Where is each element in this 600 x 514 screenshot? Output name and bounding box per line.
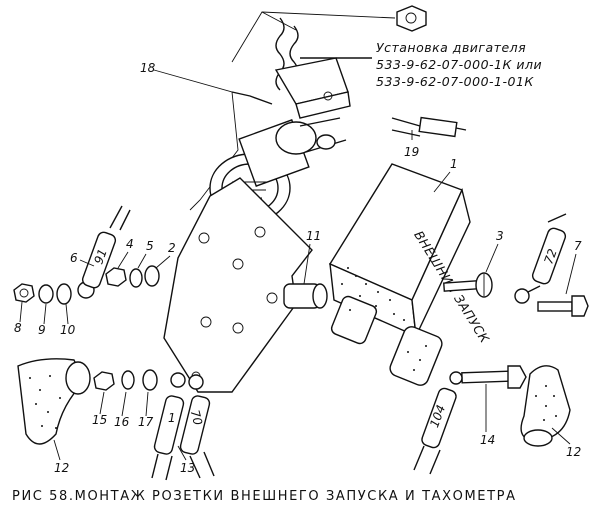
callout-9: 9	[38, 323, 46, 337]
leader-18	[153, 69, 239, 211]
leader-5	[137, 253, 147, 269]
wire-mark-72: 72	[541, 247, 559, 266]
leader-17	[145, 391, 149, 417]
engine-bracket	[274, 57, 372, 119]
leader-top-b	[261, 11, 297, 31]
callout-7: 7	[574, 239, 582, 253]
callout-12-left: 12	[54, 461, 69, 475]
wire-mark-1: 1	[168, 411, 176, 425]
leader-11	[303, 243, 311, 285]
cable-104	[413, 387, 457, 475]
callout-1: 1	[450, 157, 458, 171]
cable-91	[77, 205, 131, 299]
leader-16	[121, 391, 127, 417]
washer-10	[56, 283, 72, 305]
socket-block: ВНЕШНИЙ ЗАПУСК	[328, 163, 493, 386]
cables-13	[151, 372, 215, 481]
leader-2	[155, 255, 171, 269]
callout-16: 16	[114, 415, 130, 429]
leader-8	[19, 301, 23, 323]
wire-mark-70: 70	[188, 408, 205, 427]
washer-2	[144, 265, 160, 287]
mounting-plate	[163, 177, 313, 393]
installation-notes: Установка двигателя 533-9-62-07-000-1К и…	[376, 40, 542, 89]
leader-6	[79, 259, 95, 267]
callout-17: 17	[138, 415, 154, 429]
callout-4: 4	[126, 237, 134, 251]
nut-4	[105, 267, 127, 287]
callout-14: 14	[480, 433, 495, 447]
callout-13: 13	[180, 461, 195, 475]
callout-3: 3	[496, 229, 504, 243]
note-line-1: Установка двигателя	[376, 40, 526, 55]
callout-15: 15	[92, 413, 107, 427]
leader-1	[433, 171, 451, 193]
spacer-11	[283, 283, 328, 309]
washer-16	[121, 370, 135, 390]
note-line-2: 533-9-62-07-000-1К или	[376, 57, 542, 72]
leader-12-right	[551, 427, 571, 445]
note-line-3: 533-9-62-07-000-1-01К	[376, 74, 534, 89]
leader-4	[117, 251, 129, 269]
callout-10: 10	[60, 323, 76, 337]
washer-5	[129, 268, 143, 288]
leader-7	[565, 253, 577, 295]
callout-18: 18	[140, 61, 156, 75]
leader-13	[177, 445, 187, 461]
top-nut	[396, 5, 427, 32]
leader-3	[485, 243, 499, 273]
washer-9	[38, 284, 54, 304]
leader-top	[231, 11, 396, 63]
callout-12-right: 12	[566, 445, 581, 459]
callout-5: 5	[146, 239, 154, 253]
boot-12-right	[520, 365, 571, 447]
bolt-14	[449, 365, 527, 389]
leader-10	[65, 303, 69, 325]
nut-15	[93, 371, 115, 391]
screw-3	[443, 272, 493, 298]
wire-19	[391, 116, 467, 138]
figure-caption: РИС 58.МОНТАЖ РОЗЕТКИ ВНЕШНЕГО ЗАПУСКА И…	[12, 489, 517, 504]
callout-8: 8	[14, 321, 22, 335]
nut-8	[13, 283, 35, 303]
callout-2: 2	[168, 241, 176, 255]
callout-19: 19	[404, 145, 419, 159]
leader-9	[43, 303, 47, 325]
leader-12-left	[53, 439, 61, 461]
bolt-7	[537, 295, 589, 317]
washer-17	[142, 369, 158, 391]
bracket-arm	[231, 91, 273, 105]
engine-wall	[275, 17, 285, 91]
leader-15	[99, 391, 105, 415]
callout-11: 11	[306, 229, 321, 243]
callout-6: 6	[70, 251, 78, 265]
boot-12-left	[17, 358, 91, 445]
cable-72	[514, 213, 567, 304]
wire-mark-91: 91	[91, 247, 109, 266]
